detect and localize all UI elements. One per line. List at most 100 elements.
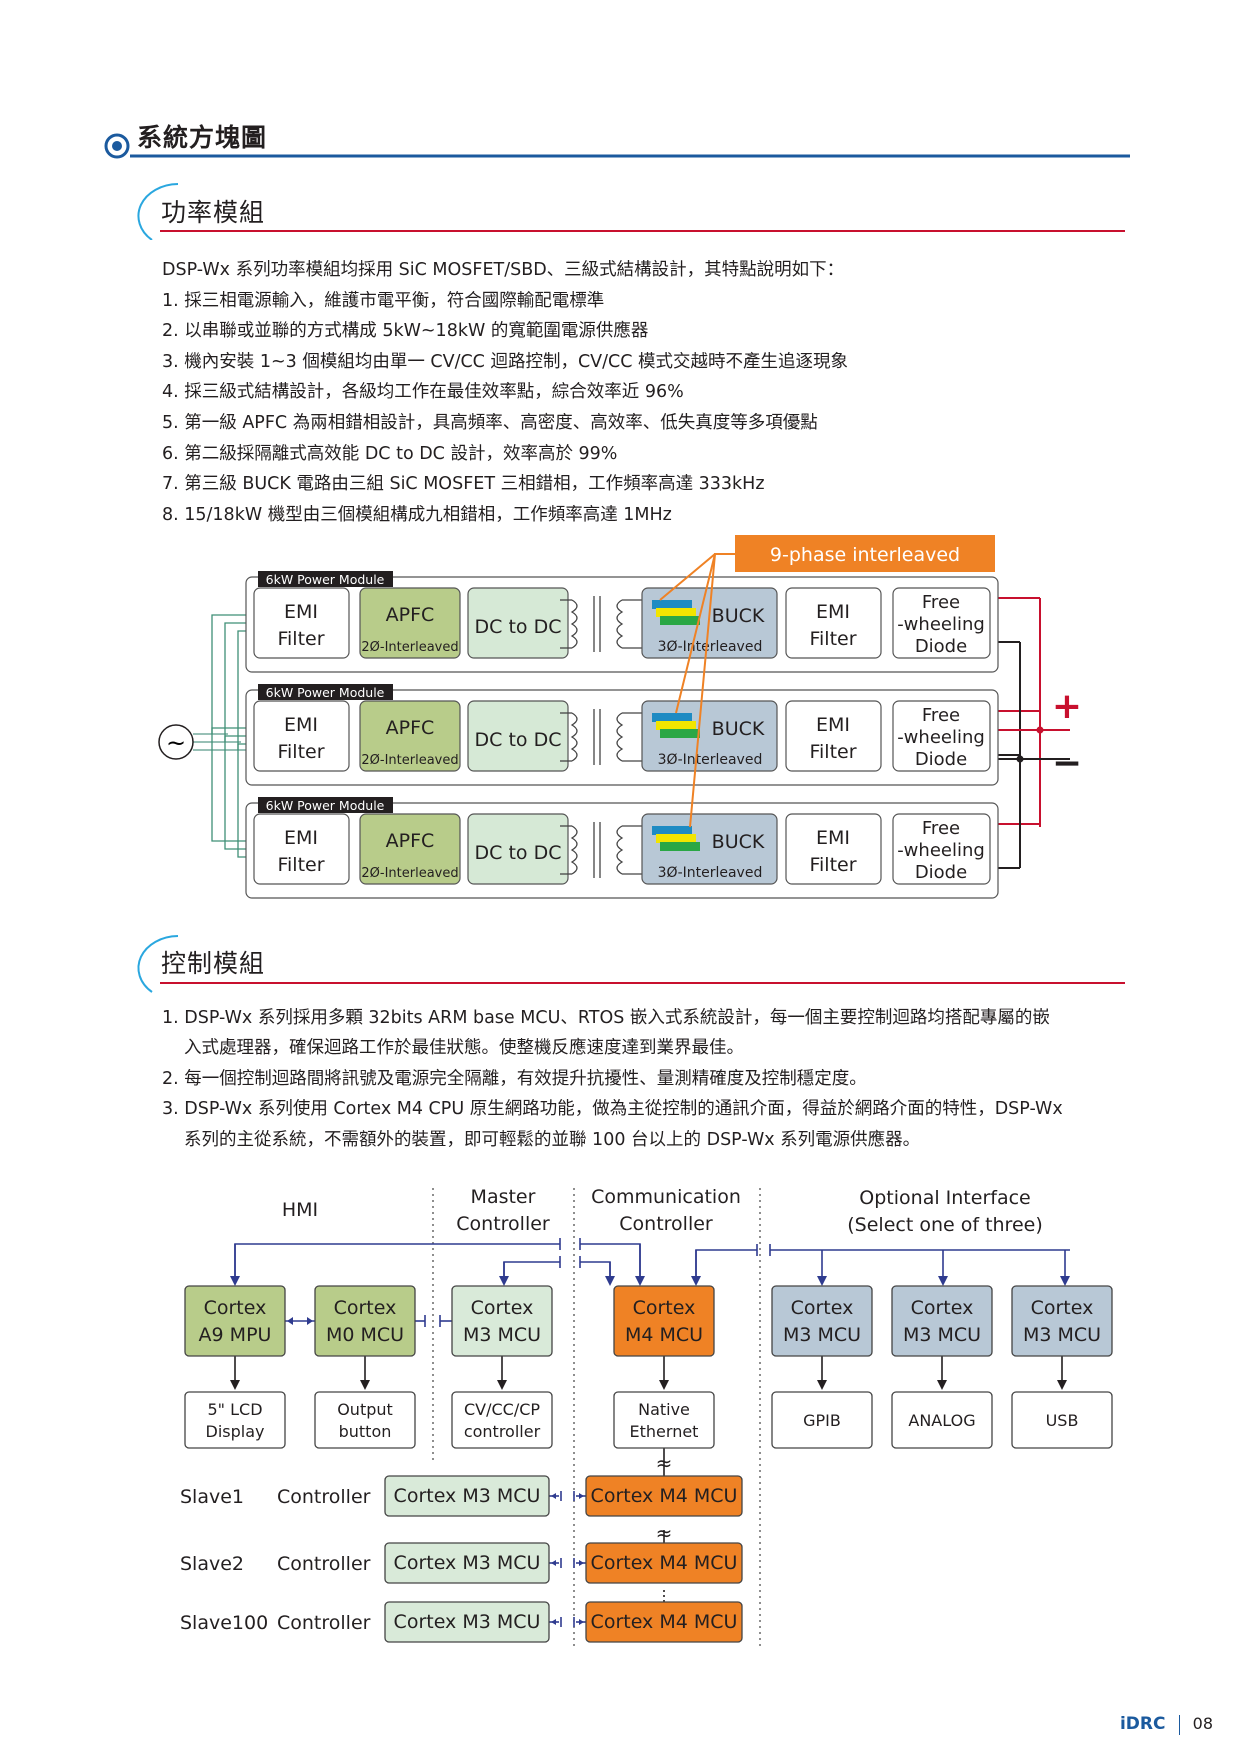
brand-logo: iDRC bbox=[1119, 1714, 1166, 1734]
phase-bar-icon bbox=[660, 616, 700, 625]
power-module-text: DSP-Wx 系列功率模組均採用 SiC MOSFET/SBD、三級式結構設計，… bbox=[162, 255, 848, 530]
cortex-m4-mcu-comm-label: Cortex bbox=[633, 1297, 696, 1319]
slave-cortex-m3-box bbox=[384, 1475, 550, 1517]
phase-bar-icon bbox=[656, 608, 696, 617]
control-item: 2. 每一個控制迴路間將訊號及電源完全隔離，有效提升抗擾性、量測精確度及控制穩定… bbox=[162, 1068, 867, 1089]
phase-bar-icon bbox=[656, 721, 696, 730]
slave-m3-label: Cortex M3 MCU bbox=[394, 1485, 541, 1507]
emi-label: Filter bbox=[809, 741, 856, 763]
module-label-bg bbox=[258, 797, 393, 813]
optional-header: Optional Interface bbox=[859, 1187, 1030, 1209]
cortex-m3-mcu-usb-label: M3 MCU bbox=[1023, 1324, 1101, 1346]
subtitle-arc-icon bbox=[137, 935, 179, 993]
header-decorations bbox=[104, 133, 1130, 240]
phase-callout-lines bbox=[659, 553, 735, 828]
cv-cc-cp-controller-box-label: CV/CC/CP bbox=[464, 1400, 540, 1419]
freewheel-label: -wheeling bbox=[897, 727, 985, 748]
master-header: Controller bbox=[456, 1213, 550, 1235]
dcdc-block bbox=[467, 587, 569, 659]
freewheel-diode-block bbox=[892, 587, 991, 659]
control-header-decorations bbox=[137, 935, 1125, 993]
cortex-m3-mcu-analog bbox=[891, 1285, 993, 1357]
emi-filter-block bbox=[253, 587, 350, 659]
cortex-a9-mpu-label: Cortex bbox=[204, 1297, 267, 1319]
freewheel-label: Diode bbox=[915, 749, 967, 770]
native-ethernet-box-label: Native bbox=[638, 1400, 690, 1419]
cortex-m0-mcu-label: M0 MCU bbox=[326, 1324, 404, 1346]
signal-arrows bbox=[230, 1238, 1070, 1627]
transformer-icon bbox=[560, 822, 642, 878]
break-symbol: ≈ bbox=[656, 1521, 673, 1545]
subtitle-arc-icon bbox=[137, 183, 179, 240]
section-title: 系統方塊圖 bbox=[137, 123, 268, 152]
module-label-bg bbox=[258, 684, 393, 700]
slave-m3-label: Cortex M3 MCU bbox=[394, 1611, 541, 1633]
apfc-label: APFC bbox=[386, 604, 435, 626]
freewheel-label: -wheeling bbox=[897, 840, 985, 861]
emi-filter-block bbox=[785, 587, 882, 659]
power-module: 6kW Power ModuleEMIFilterAPFC2Ø-Interlea… bbox=[245, 571, 999, 673]
page-number: 08 bbox=[1192, 1714, 1213, 1733]
control-item: 1. DSP-Wx 系列採用多顆 32bits ARM base MCU、RTO… bbox=[162, 1008, 1050, 1028]
power-item: 8. 15/18kW 機型由三個模組構成九相錯相，工作頻率高達 1MHz bbox=[162, 504, 672, 525]
slave-controller-label: Controller bbox=[277, 1486, 371, 1508]
native-ethernet-box bbox=[613, 1391, 715, 1449]
freewheel-label: Free bbox=[922, 705, 960, 726]
slave-m4-label: Cortex M4 MCU bbox=[591, 1485, 738, 1507]
nine-phase-label: 9-phase interleaved bbox=[770, 544, 960, 566]
emi-filter-block bbox=[253, 700, 350, 772]
ac-source-icon bbox=[158, 724, 194, 760]
phase-bar-icon bbox=[656, 834, 696, 843]
cortex-m3-mcu-usb bbox=[1011, 1285, 1113, 1357]
gpib-label: GPIB bbox=[803, 1411, 841, 1430]
phase-bar-icon bbox=[660, 729, 700, 738]
power-module: 6kW Power ModuleEMIFilterAPFC2Ø-Interlea… bbox=[245, 684, 999, 786]
cortex-m0-mcu bbox=[314, 1285, 416, 1357]
control-module-title: 控制模組 bbox=[161, 949, 266, 978]
power-item: 4. 採三級式結構設計，各級均工作在最佳效率點，綜合效率近 96% bbox=[162, 382, 684, 403]
power-item: 3. 機內安裝 1~3 個模組均由單一 CV/CC 迴路控制，CV/CC 模式交… bbox=[162, 351, 849, 372]
cv-cc-cp-controller-box-label: controller bbox=[464, 1422, 541, 1441]
slave-name: Slave100 bbox=[180, 1612, 268, 1634]
freewheel-label: Diode bbox=[915, 636, 967, 657]
cortex-m3-mcu-analog-label: Cortex bbox=[911, 1297, 974, 1319]
buck-label: BUCK bbox=[712, 605, 765, 627]
lcd-display-box-label: 5" LCD bbox=[207, 1400, 262, 1419]
emi-label: EMI bbox=[284, 714, 318, 736]
emi-label: EMI bbox=[284, 601, 318, 623]
control-item: 系列的主從系統，不需額外的裝置，即可輕鬆的並聯 100 台以上的 DSP-Wx … bbox=[184, 1129, 921, 1150]
power-module-title: 功率模組 bbox=[161, 198, 266, 227]
control-item: 3. DSP-Wx 系列使用 Cortex M4 CPU 原生網路功能，做為主從… bbox=[162, 1099, 1063, 1120]
gpib-box bbox=[771, 1391, 873, 1449]
buck-sub-label: 3Ø-Interleaved bbox=[658, 639, 763, 655]
output-button-box bbox=[314, 1391, 416, 1449]
usb-box bbox=[1011, 1391, 1113, 1449]
cortex-m0-mcu-label: Cortex bbox=[334, 1297, 397, 1319]
slave-name: Slave1 bbox=[180, 1486, 244, 1508]
control-item: 入式處理器，確保迴路工作於最佳狀態。使整機反應速度達到業界最佳。 bbox=[184, 1038, 744, 1059]
cortex-a9-mpu-label: A9 MPU bbox=[199, 1324, 272, 1346]
cortex-m3-mcu-master-label: Cortex bbox=[471, 1297, 534, 1319]
transformer-icon bbox=[560, 596, 642, 652]
title-bullet-icon bbox=[104, 133, 130, 159]
slave-m3-label: Cortex M3 MCU bbox=[394, 1552, 541, 1574]
freewheel-label: -wheeling bbox=[897, 614, 985, 635]
nine-phase-banner bbox=[735, 535, 995, 572]
freewheel-label: Free bbox=[922, 818, 960, 839]
apfc-block bbox=[359, 700, 461, 772]
cortex-m4-mcu-comm-label: M4 MCU bbox=[625, 1324, 703, 1346]
power-item: 7. 第三級 BUCK 電路由三組 SiC MOSFET 三相錯相，工作頻率高達… bbox=[162, 474, 765, 495]
hmi-header: HMI bbox=[282, 1199, 318, 1221]
cortex-m3-mcu-gpib bbox=[771, 1285, 873, 1357]
module-label-bg bbox=[258, 571, 393, 587]
apfc-sub-label: 2Ø-Interleaved bbox=[361, 753, 458, 768]
module-label: 6kW Power Module bbox=[266, 572, 385, 587]
apfc-block bbox=[359, 813, 461, 885]
cortex-m3-mcu-analog-label: M3 MCU bbox=[903, 1324, 981, 1346]
dcdc-block bbox=[467, 813, 569, 885]
ac-symbol: ~ bbox=[166, 729, 186, 757]
emi-label: EMI bbox=[284, 827, 318, 849]
module-label: 6kW Power Module bbox=[266, 798, 385, 813]
slave-controller-label: Controller bbox=[277, 1553, 371, 1575]
